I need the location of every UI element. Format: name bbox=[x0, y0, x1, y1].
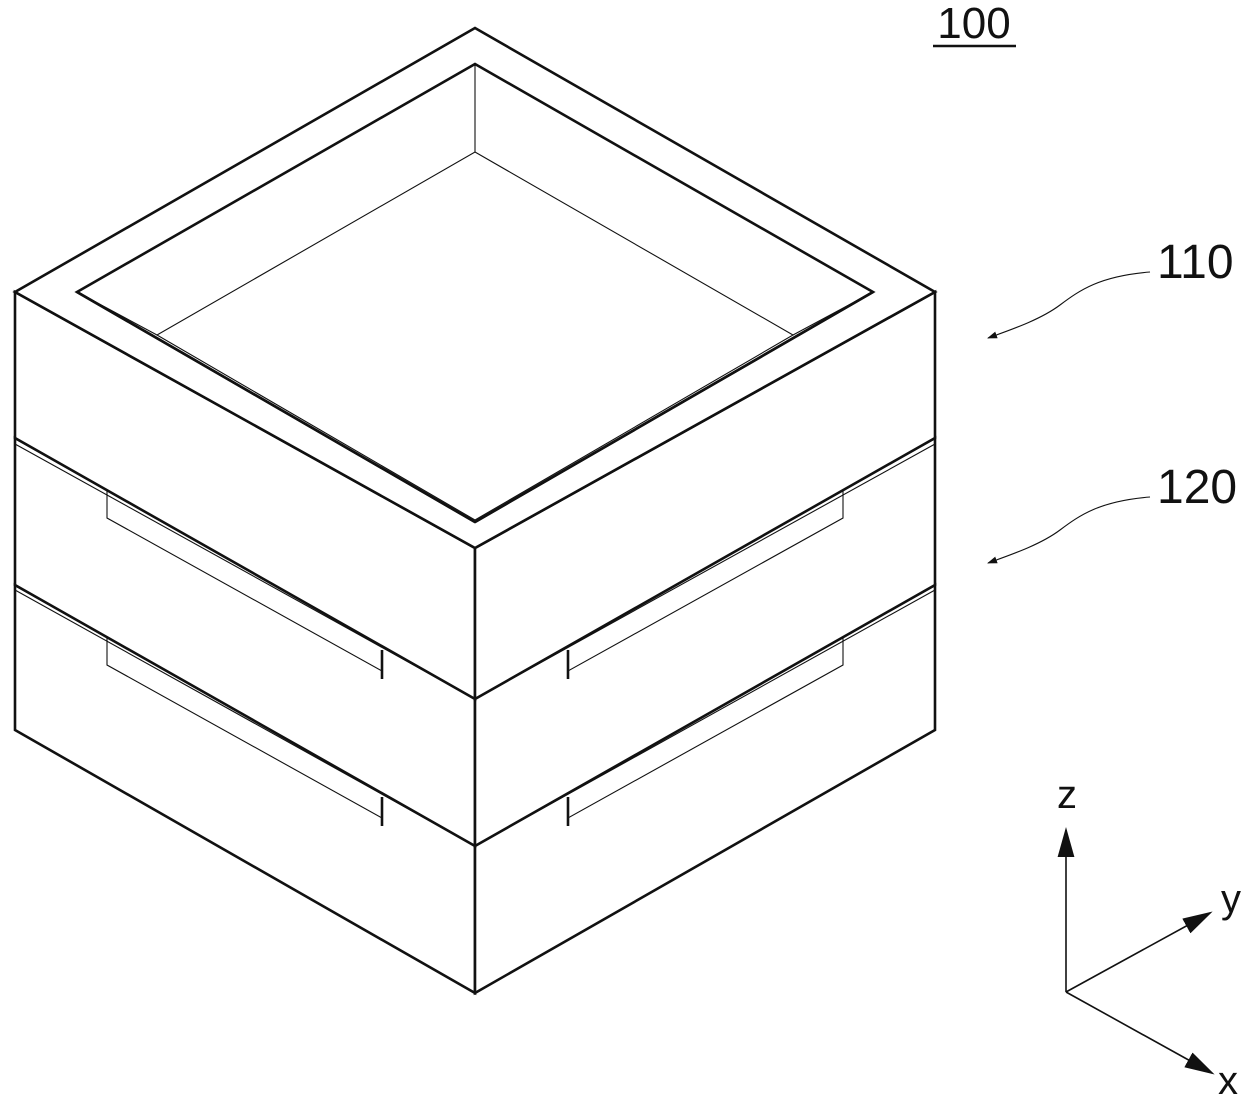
notch-edge bbox=[106, 636, 126, 648]
figure-number: 100 bbox=[937, 0, 1010, 48]
callout-120-label: 120 bbox=[1157, 461, 1237, 514]
coordinate-axes: z y x bbox=[1057, 773, 1241, 1098]
callout-110-label: 110 bbox=[1157, 236, 1234, 289]
y-axis-label: y bbox=[1221, 877, 1241, 921]
cavity-floor bbox=[155, 151, 795, 521]
stacked-block-device bbox=[12, 26, 938, 996]
x-axis bbox=[1065, 991, 1215, 1075]
z-axis-label: z bbox=[1057, 773, 1077, 817]
callout-110: 110 bbox=[987, 236, 1234, 339]
notch-edge bbox=[824, 636, 844, 648]
callout-120: 120 bbox=[987, 461, 1237, 564]
callout-110-leader bbox=[987, 271, 1151, 339]
x-axis-label: x bbox=[1218, 1059, 1238, 1098]
opening-front-left-edge bbox=[76, 290, 476, 524]
figure-reference: 100 bbox=[933, 0, 1016, 48]
y-axis bbox=[1065, 911, 1213, 993]
callout-120-leader bbox=[987, 496, 1151, 564]
top-layer bbox=[12, 26, 938, 702]
top-front-edge bbox=[14, 291, 936, 549]
opening-front-right-edge bbox=[474, 290, 874, 524]
